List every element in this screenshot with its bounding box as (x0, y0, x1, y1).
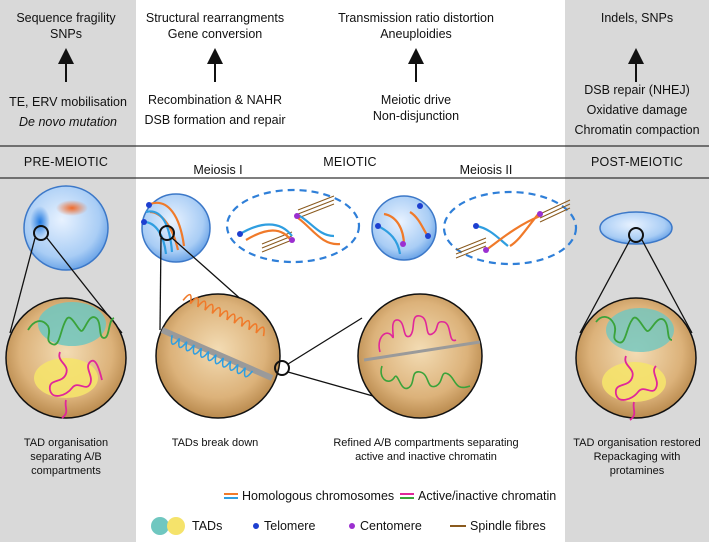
meiosis1-caption: TADs break down (171, 437, 259, 449)
legend-telomere-dot (253, 523, 259, 529)
meiosis1-axis-zoom-line-a (287, 317, 363, 365)
meiosis1-cell2-telomere (237, 231, 243, 237)
meiosis2-telomere-c (417, 203, 423, 209)
meiosis2-consequence-2: Aneuploidies (380, 27, 452, 41)
meiosis1-spindle-left (261, 231, 293, 253)
post-consequence: Indels, SNPs (600, 11, 674, 25)
pre-mechanism-1: TE, ERV mobilisation (9, 95, 127, 109)
legend-telomere-label: Telomere (264, 519, 316, 533)
post-caption-3: protamines (609, 465, 665, 477)
legend-active-inactive-label: Active/inactive chromatin (418, 489, 557, 503)
post-active-chromatin (615, 355, 658, 421)
pre-caption-1: TAD organisation (23, 437, 109, 449)
meiosis1-loops-blue (170, 335, 254, 378)
meiosis2-centromere (400, 241, 406, 247)
post-zoom-line-right (641, 239, 693, 334)
meiosis1-mechanism-2: DSB formation and repair (144, 113, 286, 127)
pre-zoom-line-left (9, 237, 36, 334)
meiosis2-cell-blue (475, 224, 509, 247)
meiosis2-consequence-1: Transmission ratio distortion (338, 11, 494, 25)
legend-tad-teal (151, 517, 169, 535)
meiosis2-chromatin-zoom (357, 293, 483, 419)
meiosis2-caption-2: active and inactive chromatin (355, 451, 497, 463)
post-zoom-ring (628, 227, 644, 243)
legend-centromere-label: Centomere (360, 519, 422, 533)
meiosis2-mechanism-2: Non-disjunction (372, 109, 460, 123)
meiosis2-spindle-left (455, 237, 487, 259)
pre-tad-teal (38, 302, 106, 346)
pre-active-chromatin (49, 351, 103, 419)
meiosis2-cell-orange (485, 211, 541, 251)
pre-caption-3: compartments (31, 465, 101, 477)
post-tad-teal (606, 308, 674, 352)
post-zoom-line-left (579, 239, 631, 334)
pre-caption-2: separating A/B (30, 451, 102, 463)
pre-meiotic-panel (0, 0, 136, 542)
legend-tad-yellow (167, 517, 185, 535)
meiosis2-chromatid-blue (377, 225, 402, 255)
meiosis2-nucleus (371, 195, 437, 261)
meiosis1-nucleus (141, 193, 211, 263)
legend-spindle-label: Spindle fibres (470, 519, 546, 533)
meiosis1-zoom-ring (159, 225, 175, 241)
legend-centromere-dot (349, 523, 355, 529)
legend-tads-label: TADs (192, 519, 223, 533)
stage-meiosis-2: Meiosis II (459, 163, 513, 177)
meiosis2-spindle-right (539, 199, 571, 223)
post-caption-2: Repackaging with (593, 451, 681, 463)
meiosis1-axis-zoom-line-b (287, 371, 381, 399)
meiosis1-consequence-2: Gene conversion (167, 27, 263, 41)
meiosis1-axis-grey (160, 327, 274, 381)
post-inactive-chromatin (595, 316, 673, 344)
meiosis1-cell2-centromere-a (289, 237, 295, 243)
pre-inactive-chromatin (27, 316, 115, 346)
post-mechanism-1: DSB repair (NHEJ) (584, 83, 690, 97)
stage-meiotic: MEIOTIC (323, 155, 377, 169)
meiosis1-cell2-blue (239, 212, 335, 238)
pre-mechanism-2: De novo mutation (19, 115, 117, 129)
meiosis1-consequence-1: Structural rearrangments (145, 11, 285, 25)
meiosis1-loops-orange (182, 293, 265, 337)
meiosis1-spindle-cell (225, 188, 361, 264)
post-caption-1: TAD organisation restored (573, 437, 701, 449)
stage-meiosis-1: Meiosis I (193, 163, 243, 177)
pre-consequence-2: SNPs (50, 27, 82, 41)
meiosis1-telomere-a (146, 202, 152, 208)
meiosis2-cell-centromere-b (537, 211, 543, 217)
meiosis2-cell-centromere-a (483, 247, 489, 253)
pre-consequence-1: Sequence fragility (16, 11, 116, 25)
meiosis1-zoom-line-left (159, 237, 162, 331)
meiosis2-telomere-b (425, 233, 431, 239)
pre-zoom-ring (33, 225, 49, 241)
post-mechanism-2: Oxidative damage (586, 103, 688, 117)
legend-homologous-label: Homologous chromosomes (242, 489, 395, 503)
meiosis1-mechanism-1: Recombination & NAHR (147, 93, 283, 107)
meiosis2-axis-grey (363, 340, 481, 362)
meiosis2-caption-1: Refined A/B compartments separating (333, 437, 519, 449)
meiosis2-active-chromatin (378, 315, 457, 353)
meiosis1-cell2-orange (245, 217, 341, 246)
post-tad-yellow (602, 362, 666, 402)
meiosis1-cell2-centromere-b (294, 213, 300, 219)
meiosis1-spindle-right (297, 195, 335, 219)
meiosis1-telomere-b (141, 219, 147, 225)
post-meiotic-panel (565, 0, 709, 542)
meiosis2-spindle-cell (442, 190, 578, 266)
post-mechanism-3: Chromatin compaction (574, 123, 700, 137)
stage-post-meiotic: POST-MEIOTIC (591, 155, 683, 169)
meiosis2-telomere-a (375, 223, 381, 229)
meiosis1-axis-zoom-ring (274, 360, 290, 376)
meiosis2-inactive-chromatin (380, 365, 471, 390)
meiosis2-cell-telomere (473, 223, 479, 229)
stage-pre-meiotic: PRE-MEIOTIC (23, 155, 109, 169)
pre-orange-spot (56, 200, 88, 216)
meiosis2-mechanism-1: Meiotic drive (380, 93, 452, 107)
